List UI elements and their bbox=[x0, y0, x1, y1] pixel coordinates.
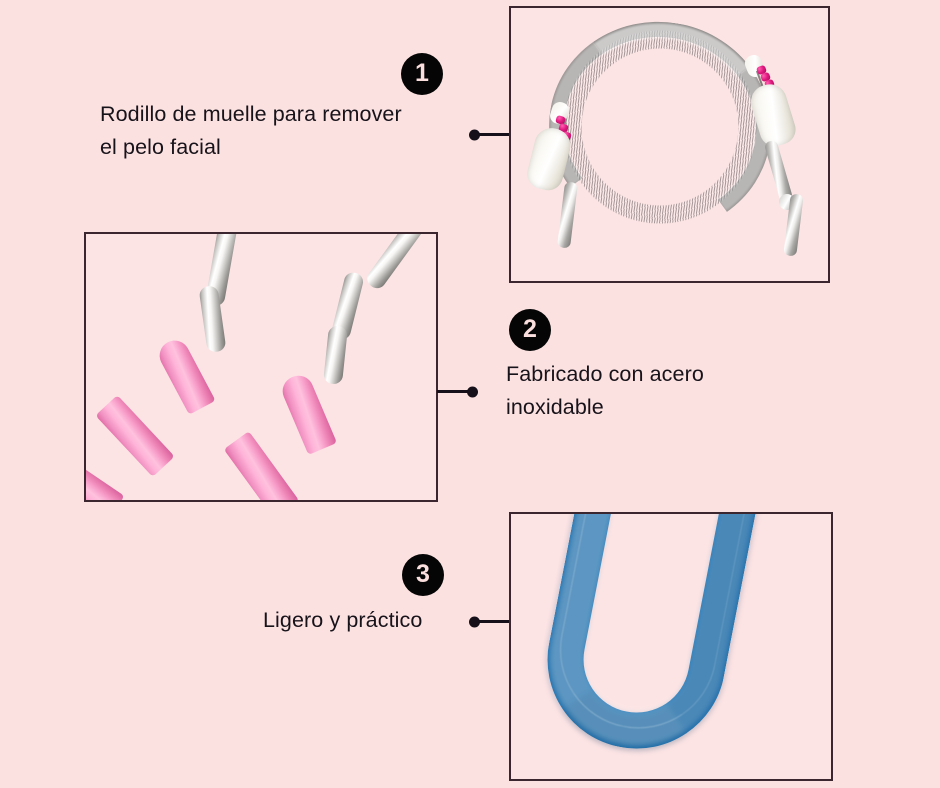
connector-line-2 bbox=[437, 386, 478, 397]
panel-3-stage bbox=[511, 514, 831, 779]
product-image-panel-2 bbox=[84, 232, 438, 502]
connector-dot-1 bbox=[469, 129, 480, 140]
pink-grip-left-mid bbox=[95, 395, 175, 477]
pink-grip-left-lower bbox=[86, 451, 125, 500]
spring-threader-illustration bbox=[524, 8, 804, 257]
steel-rod-right-lower bbox=[323, 325, 348, 385]
feature-text-3: Ligero y práctico bbox=[263, 608, 423, 632]
panel-1-stage bbox=[511, 8, 828, 281]
product-image-panel-1 bbox=[509, 6, 830, 283]
panel-2-stage bbox=[86, 234, 436, 500]
feature-text-2: Fabricado con acero inoxidable bbox=[506, 362, 704, 419]
pink-grip-right-lower bbox=[223, 431, 300, 500]
product-image-panel-3 bbox=[509, 512, 833, 781]
connector-line-1 bbox=[469, 129, 510, 140]
connector-dot-2 bbox=[467, 386, 478, 397]
feature-badge-3: 3 bbox=[402, 554, 444, 596]
connector-dot-3 bbox=[469, 616, 480, 627]
chrome-arm-left bbox=[557, 181, 578, 249]
connector-line-3 bbox=[469, 616, 510, 627]
feature-text-1: Rodillo de muelle para remover el pelo f… bbox=[100, 102, 402, 159]
pink-grip-right-upper bbox=[277, 371, 338, 455]
chrome-arm-right-upper bbox=[763, 139, 794, 203]
feature-badge-2: 2 bbox=[509, 309, 551, 351]
feature-badge-1: 1 bbox=[401, 53, 443, 95]
steel-rod-right-upper bbox=[363, 234, 428, 292]
